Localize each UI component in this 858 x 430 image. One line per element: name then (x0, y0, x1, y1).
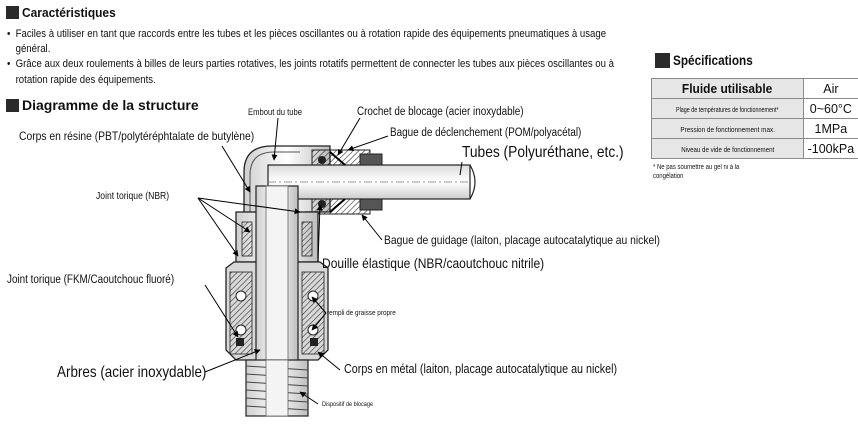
diagram-heading: Diagramme de la structure (6, 97, 199, 113)
caracteristiques-list: Faciles à utiliser en tant que raccords … (7, 27, 635, 88)
label-corps-metal: Corps en métal (laiton, placage autocata… (344, 362, 618, 376)
label-graisse: rempli de graisse propre (327, 308, 396, 317)
table-row: Fluide utilisable Air (651, 78, 858, 99)
spec-key: Niveau de vide de fonctionnement (680, 144, 774, 154)
table-row: Plage de températures de fonctionnement*… (651, 98, 858, 119)
spec-value: Air (802, 78, 858, 99)
heading-square-icon (6, 98, 19, 112)
spec-value: 1MPa (802, 118, 858, 139)
label-corps-resine: Corps en résine (PBT/polytéréphtalate de… (19, 129, 255, 143)
label-dispositif: Dispositif de blocage (322, 401, 373, 408)
spec-value: 0~60°C (802, 98, 858, 119)
thread (245, 359, 309, 417)
release-ring (311, 149, 383, 215)
label-bague-declenchement: Bague de déclenchement (POM/polyacétal) (390, 127, 582, 139)
table-row: Pression de fonctionnement max. 1MPa (651, 118, 858, 139)
caracteristiques-title: Caractéristiques (22, 5, 116, 20)
label-embout: Embout du tube (248, 107, 303, 117)
diagram-title: Diagramme de la structure (22, 97, 199, 113)
specifications-table: Fluide utilisable Air Plage de températu… (651, 78, 858, 159)
list-item: Grâce aux deux roulements à billes de le… (7, 57, 635, 87)
heading-square-icon (655, 52, 670, 68)
leader-lines (197, 117, 463, 405)
label-crochet: Crochet de blocage (acier inoxydable) (357, 106, 524, 118)
label-tubes: Tubes (Polyuréthane, etc.) (462, 144, 624, 161)
spec-value: -100kPa (802, 138, 858, 159)
spec-key: Pression de fonctionnement max. (679, 124, 775, 134)
label-joint-nbr: Joint torique (NBR) (96, 191, 170, 202)
spec-key: Plage de températures de fonctionnement* (675, 104, 779, 114)
specifications-heading: Spécifications (655, 52, 768, 68)
caracteristiques-heading: Caractéristiques (6, 5, 124, 20)
label-douille: Douille élastique (NBR/caoutchouc nitril… (322, 255, 545, 271)
label-bague-guidage: Bague de guidage (laiton, placage autoca… (384, 233, 660, 247)
spec-key: Fluide utilisable (682, 81, 773, 96)
spec-note: * Ne pas soumettre au gel ni à la congél… (653, 164, 740, 180)
list-item: Faciles à utiliser en tant que raccords … (7, 27, 635, 57)
label-joint-fkm: Joint torique (FKM/Caoutchouc fluoré) (7, 274, 175, 286)
heading-square-icon (6, 6, 19, 19)
specifications-title: Spécifications (673, 52, 753, 68)
label-arbres: Arbres (acier inoxydable) (57, 364, 207, 381)
shaft (255, 185, 299, 365)
table-row: Niveau de vide de fonctionnement -100kPa (651, 138, 858, 159)
